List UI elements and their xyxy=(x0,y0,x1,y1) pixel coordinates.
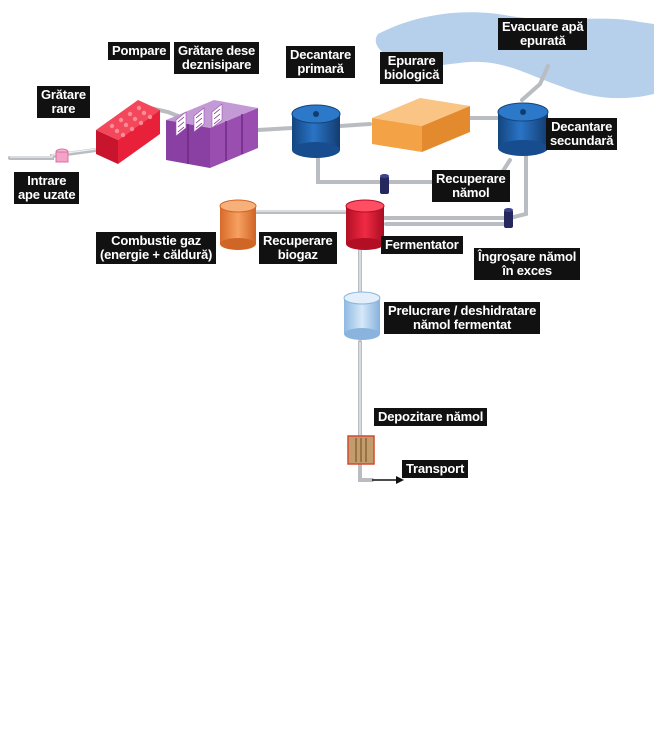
label-combustie: Combustie gaz(energie + căldură) xyxy=(96,232,217,264)
intrare-pipe-fitting xyxy=(55,148,69,163)
label-depozitare: Depozitare nămol xyxy=(374,408,488,426)
decantare-primara-tank xyxy=(291,104,341,158)
recirculation-pump xyxy=(380,174,389,194)
combustie-gaz-tank xyxy=(219,199,257,250)
label-pompare: Pompare xyxy=(108,42,171,60)
label-transport: Transport xyxy=(402,460,469,478)
gratare-rare-unit xyxy=(96,100,160,164)
epurare-biologica-basin xyxy=(372,98,470,152)
decantare-secundara-tank xyxy=(497,102,549,156)
transport-arrow xyxy=(372,476,404,484)
thickening-pump xyxy=(504,208,513,228)
depozitare-container xyxy=(347,435,375,465)
gratare-dese-unit xyxy=(166,100,258,168)
label-fermentator: Fermentator xyxy=(381,236,463,254)
fermentator-tank xyxy=(345,199,385,250)
prelucrare-tank xyxy=(343,291,381,340)
pipe-highlight xyxy=(10,148,361,436)
